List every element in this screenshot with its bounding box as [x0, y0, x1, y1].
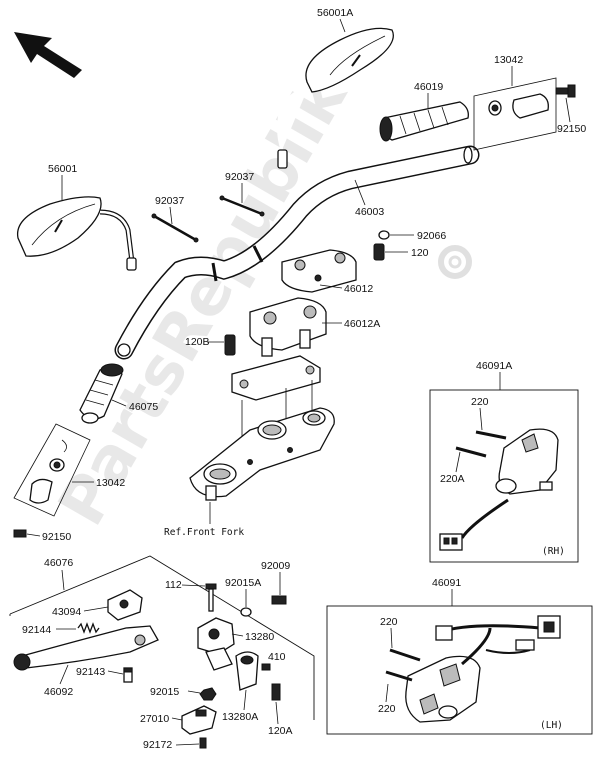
- nut-92015: [199, 687, 217, 701]
- part-label-56001: 56001: [48, 163, 77, 175]
- part-label-46091: 46091: [432, 577, 461, 589]
- part-label-92172: 92172: [143, 739, 172, 751]
- rh-tag: (RH): [542, 546, 565, 557]
- lever-46092: [13, 625, 159, 671]
- switch-box-lh-46091: [326, 605, 593, 735]
- handlebar-holder-lower-46012A: [249, 297, 327, 357]
- part-label-410: 410: [268, 651, 286, 663]
- part-label-46003: 46003: [355, 206, 384, 218]
- part-label-92144: 92144: [22, 624, 51, 636]
- part-label-120A: 120A: [268, 725, 293, 737]
- switch-27010: [181, 705, 217, 735]
- part-label-92037-left: 92037: [155, 195, 184, 207]
- bolt-120: [373, 243, 385, 261]
- part-label-13280A: 13280A: [222, 711, 258, 723]
- spring-92144: [77, 622, 100, 634]
- handlebar: [114, 145, 480, 360]
- mirror-left: [16, 196, 137, 271]
- upper-triple-clamp: [189, 407, 335, 501]
- bolt-120A: [271, 683, 281, 701]
- part-label-46019: 46019: [414, 81, 443, 93]
- handlebar-weight-left-13042: [13, 423, 91, 517]
- part-label-46091A: 46091A: [476, 360, 512, 372]
- ref-label-front-fork: Ref.Front Fork: [164, 527, 244, 538]
- part-label-92143: 92143: [76, 666, 105, 678]
- part-label-46012: 46012: [344, 283, 373, 295]
- bolt-92009: [271, 595, 287, 605]
- switch-box-rh-46091A: [429, 389, 579, 563]
- handlebar-holder-upper-46012: [281, 249, 357, 293]
- part-label-112: 112: [165, 579, 182, 591]
- grip-left-46075: [79, 363, 124, 424]
- part-label-92015A: 92015A: [225, 577, 261, 589]
- mirror-right: [277, 27, 394, 169]
- part-label-92037-right: 92037: [225, 171, 254, 183]
- lh-tag: (LH): [540, 720, 563, 731]
- washer-92015A: [240, 607, 252, 617]
- part-label-13042-top: 13042: [494, 54, 523, 66]
- grip-right-46019: [379, 101, 469, 142]
- part-label-92066: 92066: [417, 230, 446, 242]
- watermark-gear-icon: [438, 245, 472, 279]
- bolt-120B: [224, 334, 236, 356]
- part-label-220-lh-a: 220: [380, 616, 398, 628]
- lever-assembly-box-46076: [9, 555, 315, 720]
- part-43094: [107, 589, 143, 621]
- washer-92066: [378, 230, 390, 240]
- part-label-43094: 43094: [52, 606, 81, 618]
- part-410: [261, 663, 271, 671]
- part-label-220-rh: 220: [471, 396, 489, 408]
- part-label-46012A: 46012A: [344, 318, 380, 330]
- master-cylinder-13280: [197, 617, 235, 671]
- part-label-46076: 46076: [44, 557, 73, 569]
- part-label-13280: 13280: [245, 631, 274, 643]
- rod-92037-right: [219, 195, 265, 217]
- handlebar-weight-right-13042: [473, 77, 557, 151]
- front-direction-arrow-icon: [14, 32, 82, 78]
- part-label-46092: 46092: [44, 686, 73, 698]
- part-label-56001A: 56001A: [317, 7, 353, 19]
- bolt-92150-left: [13, 529, 27, 538]
- handlebar-clamp-bracket: [231, 355, 321, 450]
- bolt-112: [205, 583, 217, 612]
- screw-92172: [199, 737, 207, 749]
- part-label-220-lh-b: 220: [378, 703, 396, 715]
- part-label-92150-left: 92150: [42, 531, 71, 543]
- rod-92037-left: [151, 213, 199, 243]
- part-label-92009: 92009: [261, 560, 290, 572]
- holder-13280A: [235, 651, 259, 691]
- pin-92143: [123, 667, 133, 683]
- bolt-92150-top: [555, 84, 576, 98]
- part-label-92150-top: 92150: [557, 123, 586, 135]
- part-label-120: 120: [411, 247, 429, 259]
- part-label-120B: 120B: [185, 336, 210, 348]
- part-label-13042-left: 13042: [96, 477, 125, 489]
- part-label-220A-rh: 220A: [440, 473, 465, 485]
- part-label-92015: 92015: [150, 686, 179, 698]
- part-label-46075: 46075: [129, 401, 158, 413]
- part-label-27010: 27010: [140, 713, 169, 725]
